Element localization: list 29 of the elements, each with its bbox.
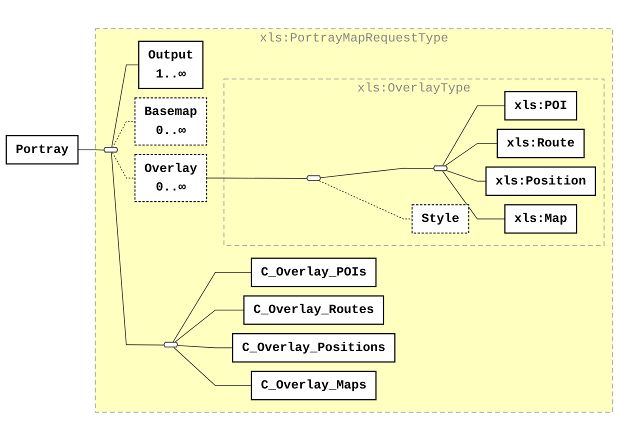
connector [318,180,413,220]
node-box: xls:Position [485,166,596,196]
node-box: C_Overlay_Routes [243,295,384,325]
connector [110,152,165,346]
connector [112,121,136,148]
connector [78,149,105,151]
connector [444,143,498,167]
connector [111,64,140,148]
node-box: Output 1..∞ [138,40,204,90]
connector [442,105,506,167]
connector [442,170,506,220]
node-box: Overlay 0..∞ [134,154,208,202]
connector [112,152,136,178]
connector [177,345,233,348]
connector [172,272,252,344]
connector [206,178,308,179]
node-box: xls:Map [504,204,578,234]
node-box: C_Overlay_Maps [250,370,377,400]
node-box: C_Overlay_Positions [232,333,396,363]
node-box: Basemap 0..∞ [134,97,208,146]
connector [446,170,486,182]
node-box: Style [412,204,470,234]
connector [174,310,244,344]
node-box: xls:POI [504,91,578,120]
node-box: C_Overlay_POIs [250,258,377,288]
connector [173,347,252,386]
connector [320,168,434,178]
node-box: Portray [6,135,79,164]
node-box: xls:Route [496,128,585,158]
